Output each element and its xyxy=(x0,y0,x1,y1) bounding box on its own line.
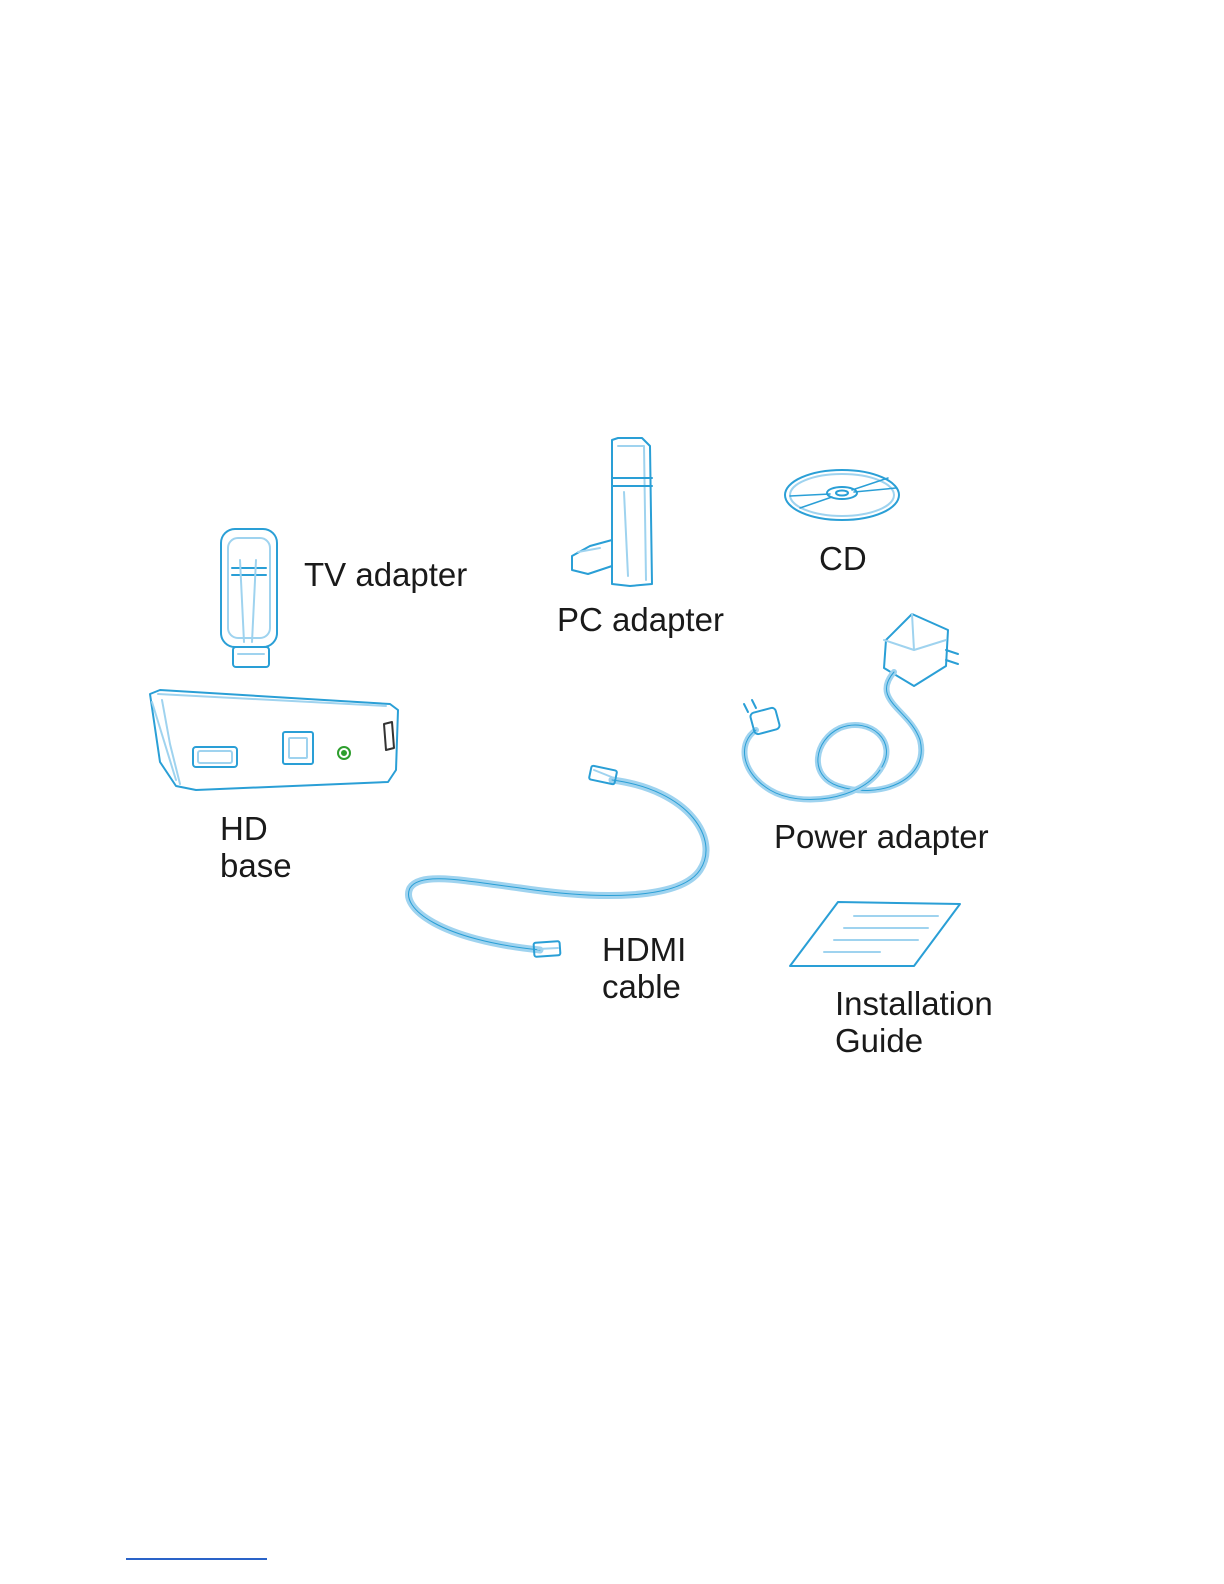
pc-adapter-label: PC adapter xyxy=(557,601,724,638)
hd-base-label: HD base xyxy=(220,810,292,884)
hd-base-illustration xyxy=(150,690,398,790)
tv-adapter-illustration xyxy=(221,529,277,667)
footnote-separator xyxy=(126,1558,267,1560)
power-adapter-illustration xyxy=(744,614,958,800)
pc-adapter-illustration xyxy=(572,438,652,586)
installation-guide-illustration xyxy=(790,902,960,966)
hdmi-cable-label: HDMI cable xyxy=(602,931,686,1005)
power-adapter-label: Power adapter xyxy=(774,818,989,855)
hdmi-cable-illustration xyxy=(409,765,707,956)
cd-illustration xyxy=(785,470,899,520)
cd-label: CD xyxy=(819,540,867,577)
tv-adapter-label: TV adapter xyxy=(304,556,467,593)
installation-guide-label: Installation Guide xyxy=(835,985,993,1059)
